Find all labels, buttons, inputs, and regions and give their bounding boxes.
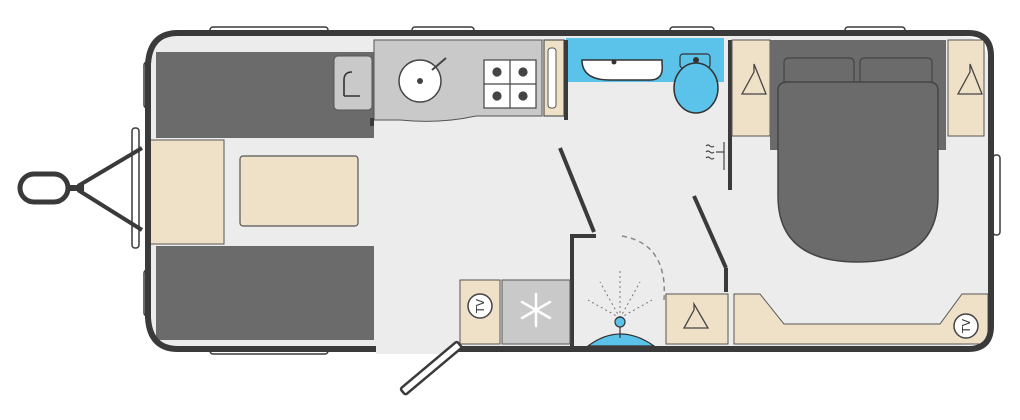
entrance-gap (376, 344, 458, 354)
outer-wall (145, 30, 994, 352)
shower-icon (586, 270, 656, 347)
dining-table (239, 155, 359, 227)
wardrobe-bed-right (947, 39, 985, 137)
coat-hanger-icon-left (740, 63, 767, 95)
shower-door-swing (621, 235, 666, 301)
coat-hanger-icon-side (682, 301, 710, 329)
toilet (673, 62, 719, 114)
front-cabinet (149, 139, 225, 245)
window-front-mid (131, 127, 140, 249)
tap-icon (343, 71, 360, 97)
corner-cupboard (333, 55, 373, 111)
entrance-door[interactable] (399, 340, 463, 396)
front-seat-bottom (156, 246, 374, 340)
rear-dresser (733, 293, 989, 345)
tv-label-rear: TV (960, 318, 973, 334)
coat-hanger-icon-right (956, 63, 983, 95)
wardrobe-bed-left (731, 39, 771, 137)
tv-icon-rear (953, 313, 979, 339)
snowflake-icon (520, 292, 552, 328)
interior-walls (370, 40, 732, 346)
tv-icon-front (467, 293, 493, 319)
window-rear (992, 154, 1001, 236)
wardrobe-side (665, 293, 729, 345)
heater-icon (705, 142, 725, 170)
tv-label-front: TV (474, 298, 487, 314)
gas-hob-icon (483, 59, 537, 109)
island-bed (777, 81, 939, 263)
tow-hitch (17, 146, 144, 232)
